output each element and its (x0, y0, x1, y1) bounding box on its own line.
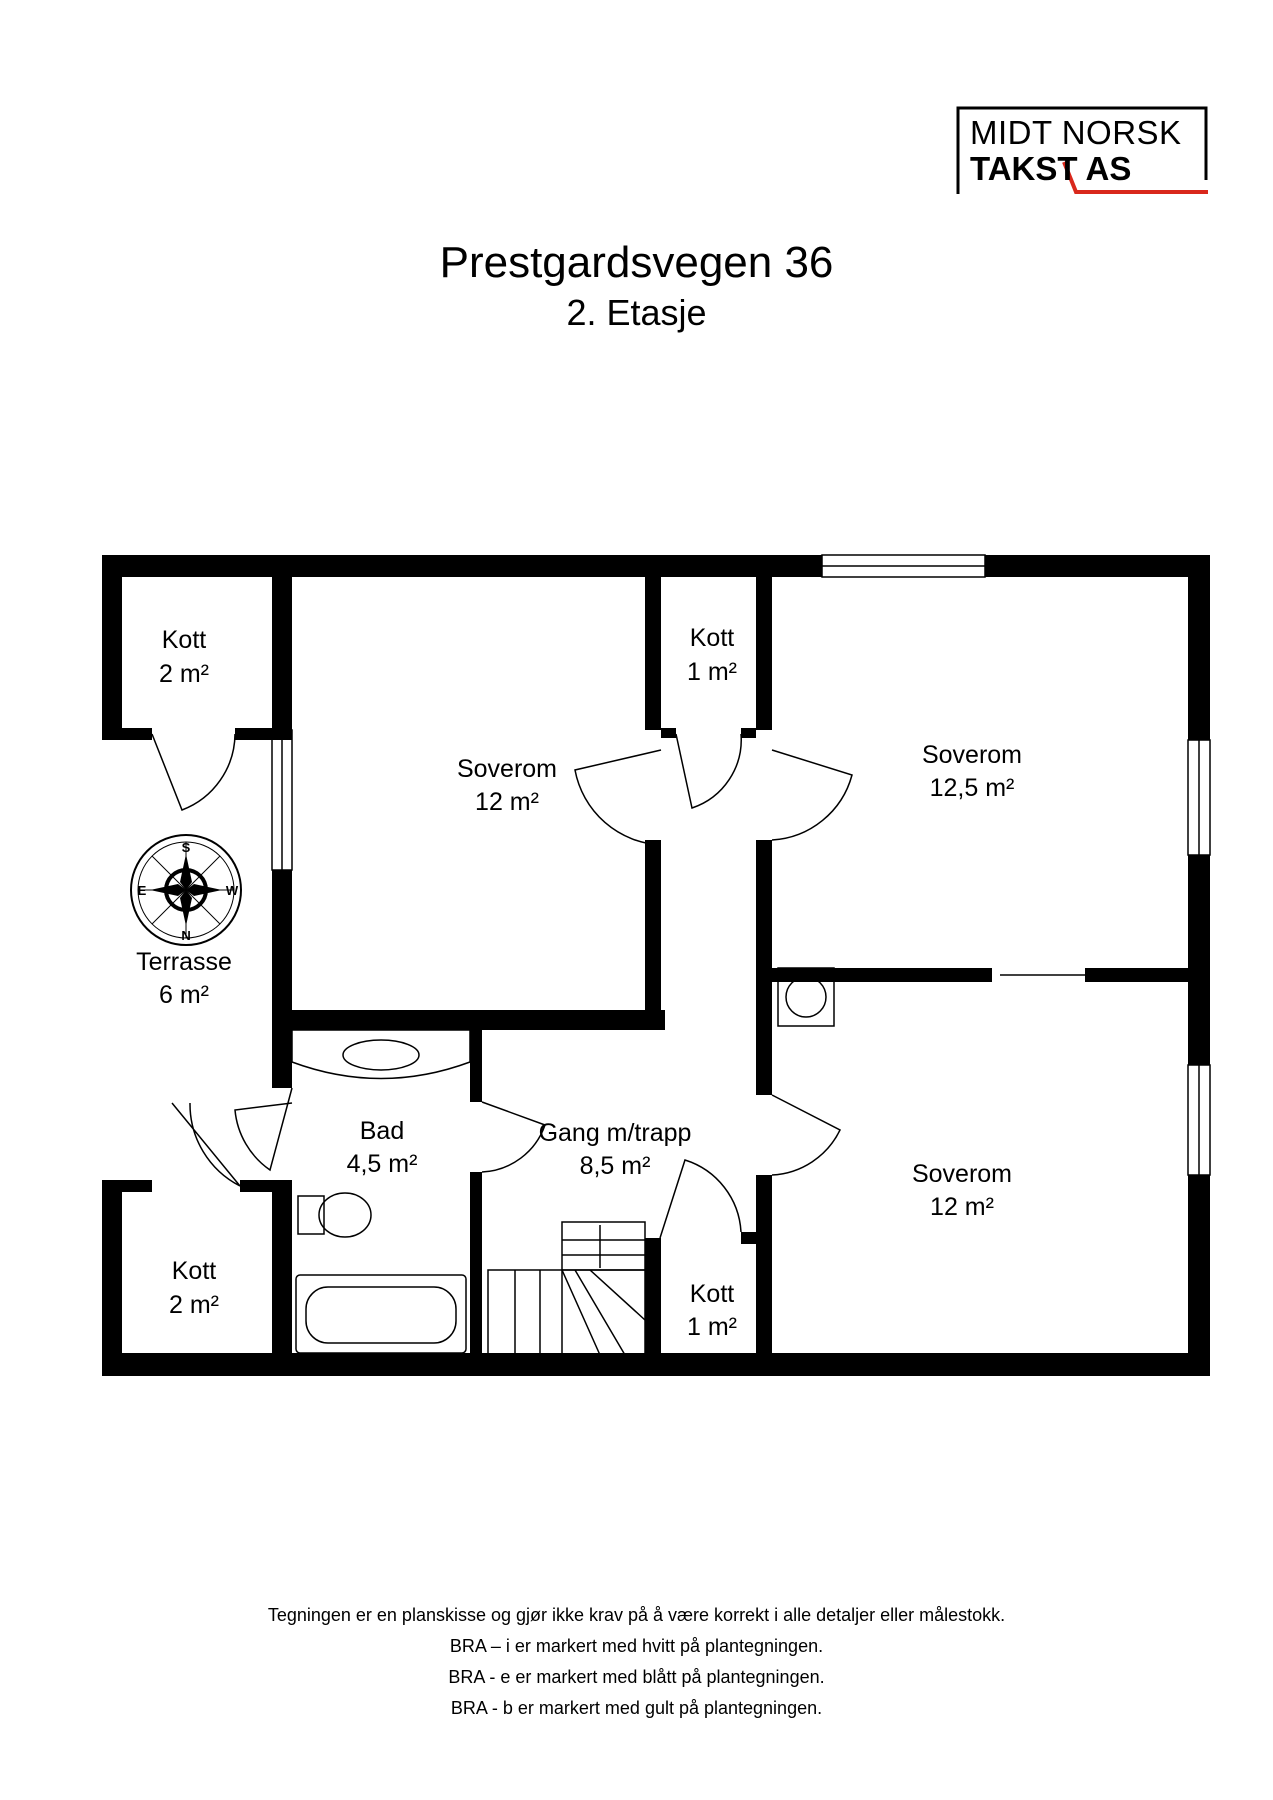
room-soverom-top-right-area: 12,5 m² (930, 774, 1015, 802)
logo-line2: TAKST AS (970, 150, 1132, 187)
room-terrasse-area: 6 m² (159, 981, 209, 1009)
page-title: Prestgardsvegen 36 (439, 238, 834, 287)
room-gang-area: 8,5 m² (580, 1152, 651, 1180)
room-kott-bottom-left-name: Kott (172, 1257, 217, 1285)
room-kott-top-middle-area: 1 m² (687, 658, 737, 686)
room-soverom-top-right-name: Soverom (922, 741, 1022, 769)
footer-bra-i: BRA – i er markert med hvitt på plantegn… (449, 1636, 824, 1656)
room-terrasse-name: Terrasse (136, 948, 232, 976)
room-bad-area: 4,5 m² (347, 1150, 418, 1178)
page-subtitle: 2. Etasje (566, 292, 707, 333)
room-bad-name: Bad (360, 1117, 404, 1145)
compass-rose-icon: S N E W (130, 834, 242, 946)
room-kott-bottom-middle-name: Kott (690, 1280, 735, 1308)
logo-line1: MIDT NORSK (970, 114, 1182, 151)
room-soverom-left-area: 12 m² (475, 788, 539, 816)
room-kott-top-left-area: 2 m² (159, 660, 209, 688)
doors-windows (151, 554, 1211, 1356)
compass-label-w: W (226, 883, 239, 898)
walls (102, 555, 1210, 1376)
room-kott-top-middle-name: Kott (690, 624, 735, 652)
footer-bra-b: BRA - b er markert med gult på plantegni… (450, 1698, 823, 1718)
company-logo: MIDT NORSK TAKST AS (956, 106, 1208, 194)
room-kott-bottom-middle-area: 1 m² (687, 1313, 737, 1341)
logo-frame (956, 106, 1208, 194)
footer-bra-e: BRA - e er markert med blått på plantegn… (448, 1667, 825, 1687)
room-kott-bottom-left-area: 2 m² (169, 1291, 219, 1319)
room-soverom-bottom-right-name: Soverom (912, 1160, 1012, 1188)
room-soverom-bottom-right-area: 12 m² (930, 1193, 994, 1221)
compass-label-n: N (181, 928, 190, 943)
compass-label-e: E (138, 883, 147, 898)
room-soverom-left-name: Soverom (457, 755, 557, 783)
compass-label-s: S (182, 840, 191, 855)
room-gang-name: Gang m/trapp (539, 1119, 692, 1147)
room-kott-top-left-name: Kott (162, 626, 207, 654)
footer-disclaimer: Tegningen er en planskisse og gjør ikke … (267, 1605, 1006, 1625)
